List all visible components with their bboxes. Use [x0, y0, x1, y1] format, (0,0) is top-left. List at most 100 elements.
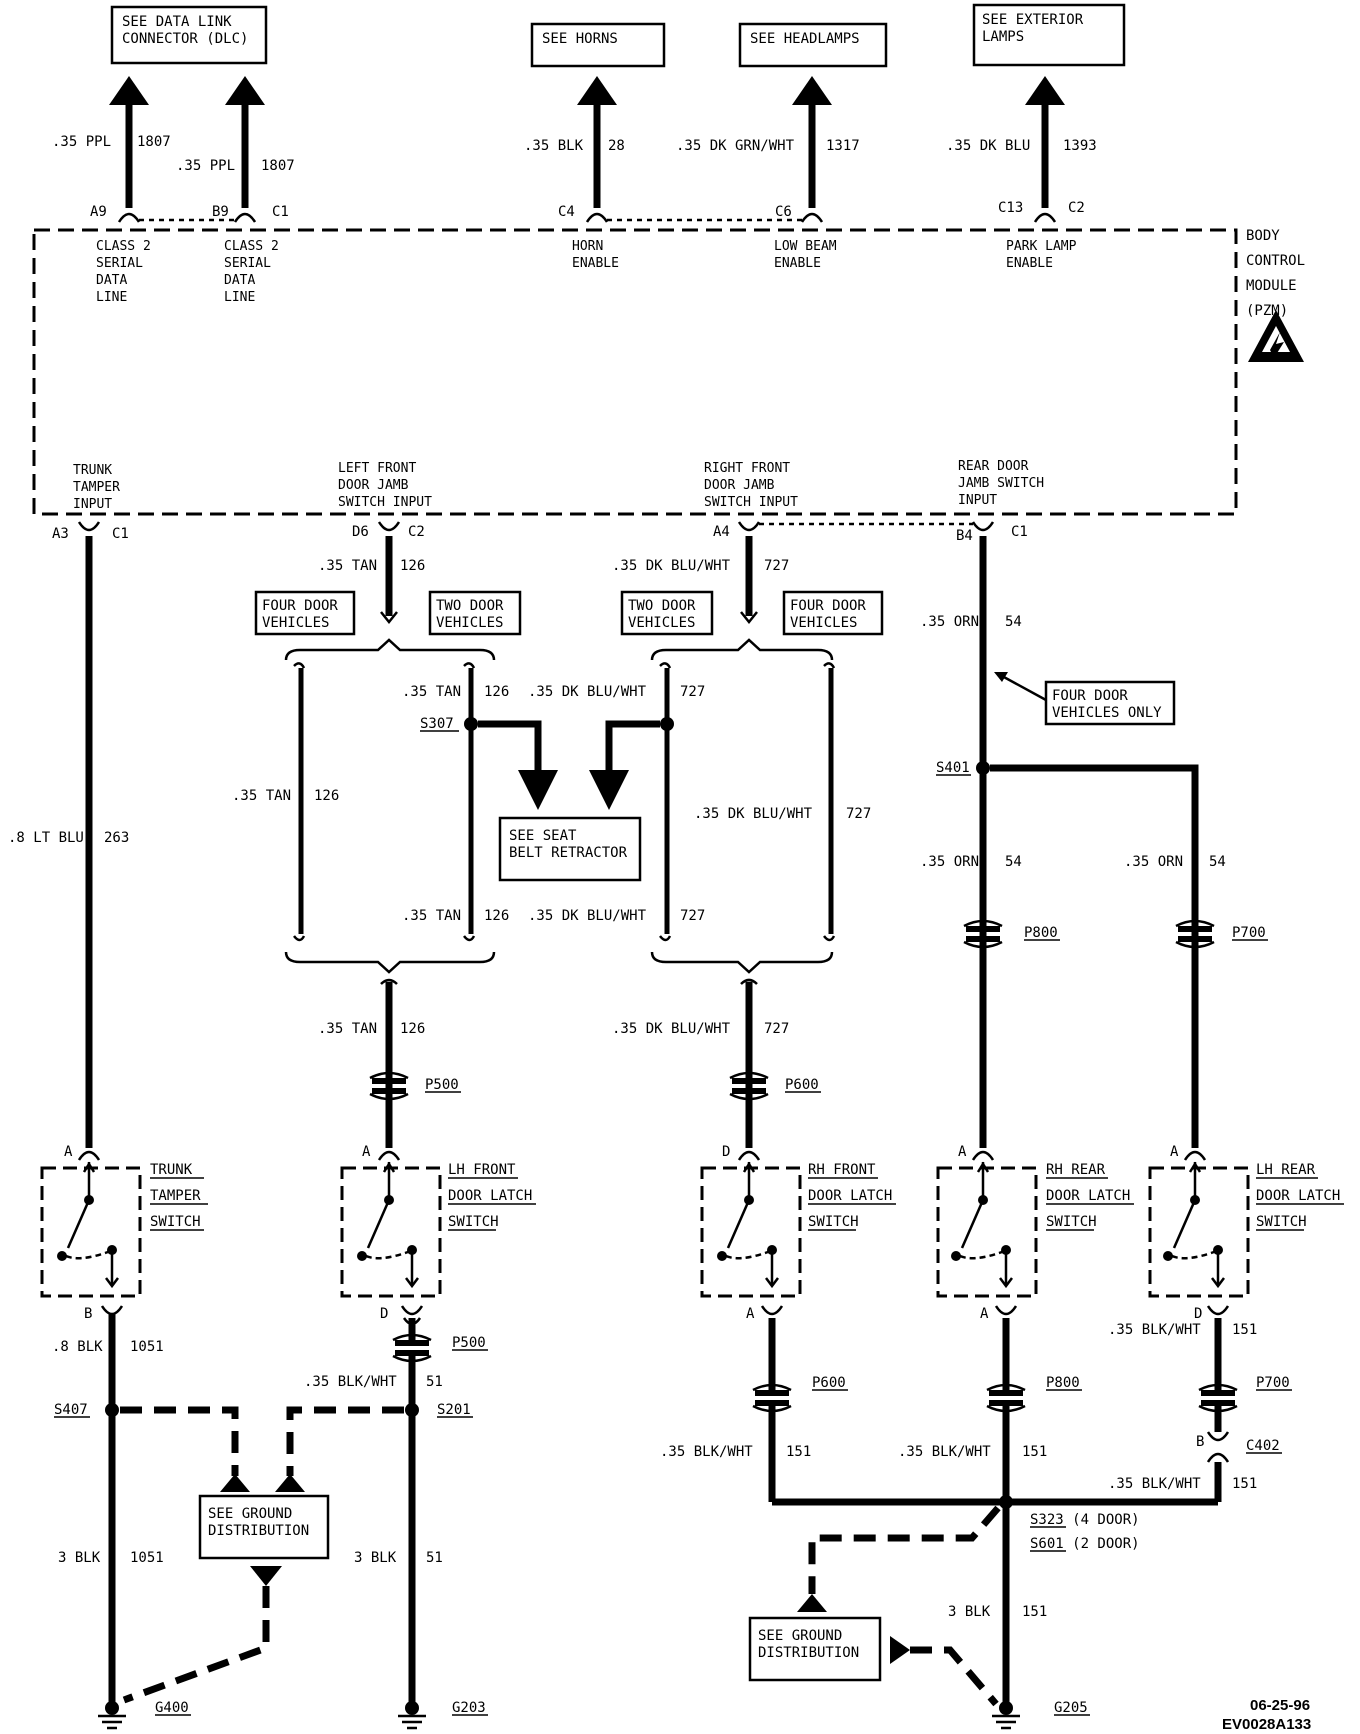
svg-text:.35 PPL: .35 PPL [176, 158, 235, 174]
svg-text:SEE EXTERIOR: SEE EXTERIOR [982, 12, 1084, 28]
svg-text:A: A [64, 1144, 73, 1160]
svg-text:REAR DOOR: REAR DOOR [958, 459, 1029, 474]
svg-text:CLASS 2: CLASS 2 [224, 239, 279, 254]
svg-text:.35 DK BLU/WHT: .35 DK BLU/WHT [612, 1021, 731, 1037]
svg-text:TRUNK: TRUNK [73, 463, 112, 478]
svg-text:.35 BLK: .35 BLK [524, 138, 584, 154]
top-connector-terminals: A9 B9 C1 C4 C6 C13 C2 [90, 200, 1085, 223]
svg-text:LINE: LINE [96, 290, 127, 305]
svg-text:(PZM): (PZM) [1246, 303, 1288, 319]
rf-four-door-wire: .35 DK BLU/WHT 727 [694, 662, 871, 942]
svg-text:TAMPER: TAMPER [150, 1188, 201, 1204]
connector-p500-upper: P500 [369, 1071, 461, 1101]
svg-text:DISTRIBUTION: DISTRIBUTION [758, 1645, 859, 1661]
svg-text:ENABLE: ENABLE [774, 256, 821, 271]
svg-text:1317: 1317 [826, 138, 860, 154]
svg-text:P700: P700 [1232, 925, 1266, 941]
svg-text:PARK LAMP: PARK LAMP [1006, 239, 1077, 254]
splice-s307: S307 [420, 716, 558, 810]
svg-text:SEE DATA LINK: SEE DATA LINK [122, 14, 232, 30]
svg-text:727: 727 [680, 908, 705, 924]
svg-text:DOOR LATCH: DOOR LATCH [448, 1188, 532, 1204]
svg-text:MODULE: MODULE [1246, 278, 1297, 294]
splice-s407: S407 [54, 1402, 250, 1492]
svg-text:SWITCH: SWITCH [1256, 1214, 1307, 1230]
svg-text:LH REAR: LH REAR [1256, 1162, 1316, 1178]
svg-text:TWO DOOR: TWO DOOR [628, 598, 696, 614]
svg-text:C1: C1 [272, 204, 289, 220]
svg-text:B: B [84, 1306, 92, 1322]
svg-text:C6: C6 [775, 204, 792, 220]
lr-ground-wire: .35 BLK/WHT 151 .35 BLK/WHT 151 [1006, 1318, 1257, 1506]
svg-text:SEE HEADLAMPS: SEE HEADLAMPS [750, 31, 860, 47]
svg-text:HORN: HORN [572, 239, 603, 254]
rf-ground-wire: .35 BLK/WHT 151 [660, 1318, 1010, 1506]
ground-distribution-box-2: SEE GROUND DISTRIBUTION [748, 1616, 999, 1707]
svg-text:SWITCH: SWITCH [448, 1214, 499, 1230]
trunk-tamper-wire: .8 LT BLU 263 [8, 536, 129, 1148]
wire-a9-data-line: .35 PPL 1807 [52, 76, 171, 208]
svg-text:SEE GROUND: SEE GROUND [758, 1628, 842, 1644]
svg-text:3 BLK: 3 BLK [58, 1550, 101, 1566]
lf-merge-bracket [284, 951, 496, 985]
svg-text:54: 54 [1209, 854, 1226, 870]
ground-distribution-box-1: SEE GROUND DISTRIBUTION [122, 1494, 330, 1704]
svg-text:VEHICLES: VEHICLES [262, 615, 329, 631]
wire-b9-data-line: .35 PPL 1807 [176, 76, 295, 208]
svg-text:RIGHT FRONT: RIGHT FRONT [704, 461, 790, 476]
splice-s323-s601: S323 (4 DOOR) S601 (2 DOOR) 3 BLK 151 [797, 1495, 1140, 1620]
svg-text:.35 ORN: .35 ORN [920, 614, 979, 630]
svg-text:SWITCH: SWITCH [1046, 1214, 1097, 1230]
svg-text:G400: G400 [155, 1700, 189, 1716]
svg-text:263: 263 [104, 830, 129, 846]
connector-p600-lower: P600 [752, 1375, 848, 1413]
lf-two-door-wire: .35 TAN 126 .35 TAN 126 [402, 662, 509, 942]
svg-text:P600: P600 [812, 1375, 846, 1391]
svg-text:.35 DK BLU/WHT: .35 DK BLU/WHT [612, 558, 731, 574]
svg-text:1051: 1051 [130, 1550, 164, 1566]
lf-variant-labels: FOUR DOOR VEHICLES TWO DOOR VEHICLES [254, 590, 522, 661]
svg-text:.35 DK BLU/WHT: .35 DK BLU/WHT [528, 908, 647, 924]
svg-text:C4: C4 [558, 204, 575, 220]
svg-text:126: 126 [484, 684, 509, 700]
svg-text:151: 151 [786, 1444, 811, 1460]
svg-text:A: A [746, 1306, 755, 1322]
svg-text:DOOR JAMB: DOOR JAMB [704, 478, 775, 493]
svg-text:.35 ORN: .35 ORN [1124, 854, 1183, 870]
svg-text:54: 54 [1005, 854, 1022, 870]
svg-text:DATA: DATA [96, 273, 127, 288]
svg-text:151: 151 [1022, 1444, 1047, 1460]
exterior-lamps-reference-box: SEE EXTERIOR LAMPS [972, 3, 1126, 67]
splice-s401: S401 .35 ORN 54 [936, 760, 1226, 1148]
lf-door-wire-bottom: .35 TAN 126 [318, 982, 425, 1148]
svg-text:LOW BEAM: LOW BEAM [774, 239, 837, 254]
svg-text:S201: S201 [437, 1402, 471, 1418]
svg-text:INPUT: INPUT [73, 497, 112, 512]
svg-text:A: A [1170, 1144, 1179, 1160]
svg-text:1807: 1807 [137, 134, 171, 150]
rh-front-door-latch-switch: D RH FRONT DOOR LATCH SWITCH A [700, 1144, 896, 1322]
svg-text:126: 126 [400, 1021, 425, 1037]
svg-text:CONNECTOR (DLC): CONNECTOR (DLC) [122, 31, 248, 47]
svg-text:SWITCH: SWITCH [808, 1214, 859, 1230]
rf-seat-belt-link [589, 717, 674, 810]
svg-text:P800: P800 [1046, 1375, 1080, 1391]
svg-text:TWO DOOR: TWO DOOR [436, 598, 504, 614]
svg-text:LH FRONT: LH FRONT [448, 1162, 516, 1178]
svg-text:S601 (2 DOOR): S601 (2 DOOR) [1030, 1536, 1140, 1552]
svg-text:LEFT FRONT: LEFT FRONT [338, 461, 416, 476]
svg-text:3 BLK: 3 BLK [354, 1550, 397, 1566]
svg-text:SEE SEAT: SEE SEAT [509, 828, 577, 844]
connector-c402: B C402 [1196, 1431, 1282, 1463]
svg-text:.35 BLK/WHT: .35 BLK/WHT [1108, 1322, 1201, 1338]
rear-door-wire-top: .35 ORN 54 .35 ORN 54 [920, 536, 1022, 1148]
svg-text:SEE HORNS: SEE HORNS [542, 31, 618, 47]
svg-text:ENABLE: ENABLE [572, 256, 619, 271]
rf-merge-bracket [650, 951, 834, 985]
svg-text:DOOR LATCH: DOOR LATCH [808, 1188, 892, 1204]
svg-text:S307: S307 [420, 716, 454, 732]
svg-text:CONTROL: CONTROL [1246, 253, 1305, 269]
svg-text:D: D [722, 1144, 730, 1160]
bottom-connector-terminals: A3 C1 D6 C2 A4 B4 C1 [52, 521, 1028, 544]
svg-text:1807: 1807 [261, 158, 295, 174]
